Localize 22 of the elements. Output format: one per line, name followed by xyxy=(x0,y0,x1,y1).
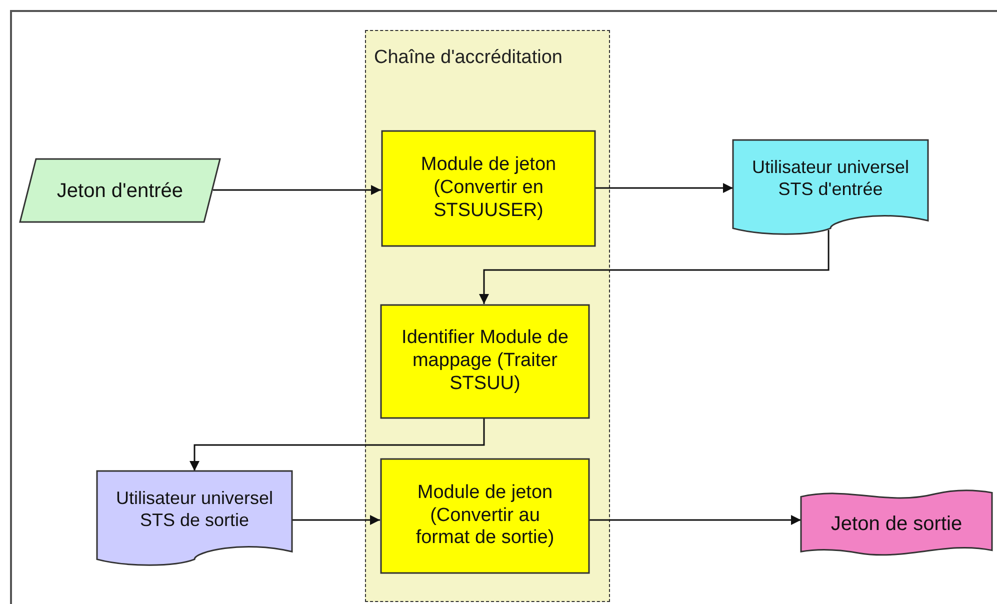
arrow xyxy=(594,183,733,193)
node-label: Module de jeton (Convertir au format de sortie) xyxy=(414,482,556,550)
arrow xyxy=(292,515,380,525)
node-label: Module de jeton (Convertir en STSUUSER) xyxy=(420,154,558,223)
node-label: Utilisateur universel STS d'entrée xyxy=(750,157,910,201)
group-title: Chaîne d'accréditation xyxy=(374,47,562,69)
document-shape xyxy=(97,471,292,567)
tape-shape xyxy=(801,490,992,557)
node-label: Utilisateur universel STS de sortie xyxy=(114,488,274,532)
node-label: Identifier Module de mappage (Traiter STSUU) xyxy=(401,327,569,396)
process-box xyxy=(382,131,595,246)
arrow xyxy=(190,417,485,471)
group-container xyxy=(365,30,610,602)
document-shape xyxy=(733,140,928,236)
arrow xyxy=(588,515,801,525)
node-label: Jeton d'entrée xyxy=(56,178,184,202)
process-box xyxy=(381,305,589,418)
process-box xyxy=(381,459,589,573)
arrow xyxy=(213,185,381,195)
arrow xyxy=(479,230,830,304)
node-label: Jeton de sortie xyxy=(830,512,962,536)
input-parallelogram xyxy=(20,159,220,222)
